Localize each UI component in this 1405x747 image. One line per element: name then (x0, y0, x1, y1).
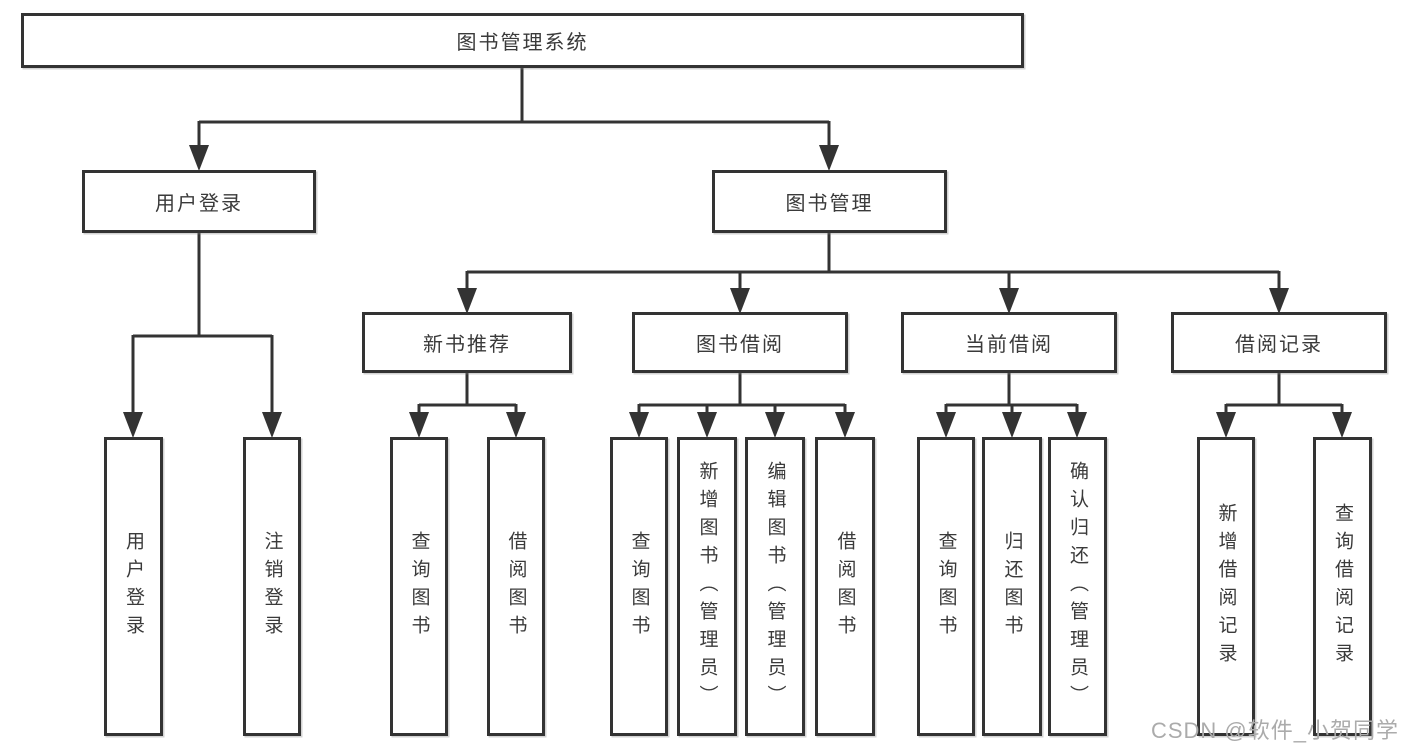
leaf-label: 借阅图书 (505, 530, 527, 643)
node-current-borrowing: 当前借阅 (901, 312, 1117, 373)
leaf-label: 查询图书 (408, 530, 430, 643)
connector-book-mgmt-to-level3 (457, 231, 1289, 314)
node-root-library-system: 图书管理系统 (21, 13, 1024, 68)
leaf-confirm-return-admin: 确认归还（管理员） (1048, 437, 1107, 736)
connector-borrow-record-to-leaves (1216, 370, 1352, 438)
connector-user-login-to-leaves (123, 231, 282, 438)
leaf-add-books-admin: 新增图书（管理员） (677, 437, 737, 736)
connector-current-borrow-to-leaves (936, 370, 1087, 438)
node-user-login: 用户登录 (82, 170, 316, 233)
leaf-label: 用户登录 (123, 530, 144, 643)
node-borrowing-records: 借阅记录 (1171, 312, 1387, 373)
leaf-label: 编辑图书（管理员） (764, 460, 786, 713)
leaf-label: 注销登录 (261, 530, 283, 643)
leaf-query-borrow-record: 查询借阅记录 (1313, 437, 1372, 736)
leaf-edit-books-admin: 编辑图书（管理员） (745, 437, 805, 736)
node-book-management: 图书管理 (712, 170, 947, 233)
leaf-label: 查询图书 (935, 530, 957, 643)
leaf-user-login: 用户登录 (104, 437, 163, 736)
leaf-query-books-rec: 查询图书 (390, 437, 448, 736)
leaf-return-books: 归还图书 (982, 437, 1042, 736)
leaf-label: 归还图书 (1001, 530, 1023, 643)
connector-new-book-rec-to-leaves (409, 370, 526, 438)
leaf-query-books-borrow: 查询图书 (610, 437, 668, 736)
connector-book-borrow-to-leaves (629, 370, 855, 438)
csdn-watermark: CSDN @软件_小贺同学 (1150, 718, 1399, 743)
leaf-label: 借阅图书 (834, 530, 856, 643)
leaf-label: 确认归还（管理员） (1067, 460, 1088, 713)
connector-root-to-level2 (189, 66, 839, 171)
leaf-label: 查询借阅记录 (1332, 502, 1353, 671)
leaf-logout: 注销登录 (243, 437, 301, 736)
leaf-label: 新增图书（管理员） (696, 460, 718, 713)
node-new-book-recommend: 新书推荐 (362, 312, 572, 373)
node-book-borrowing: 图书借阅 (632, 312, 848, 373)
leaf-borrow-books: 借阅图书 (815, 437, 875, 736)
leaf-label: 新增借阅记录 (1215, 502, 1237, 671)
leaf-add-borrow-record: 新增借阅记录 (1197, 437, 1255, 736)
leaf-label: 查询图书 (628, 530, 650, 643)
leaf-borrow-books-rec: 借阅图书 (487, 437, 545, 736)
leaf-query-books-current: 查询图书 (917, 437, 975, 736)
